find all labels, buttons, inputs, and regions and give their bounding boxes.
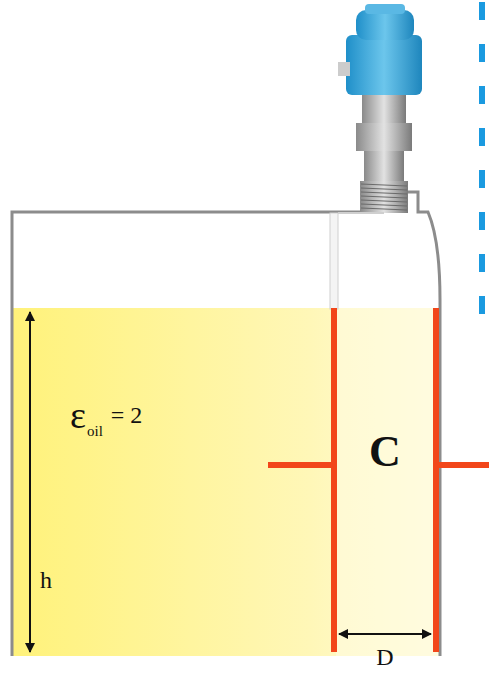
capacitance-label: C [369,430,401,474]
height-label: h [40,568,52,592]
level-sensor [330,4,422,309]
permittivity-value: = 2 [111,403,143,427]
gap-dimension [339,633,431,635]
oil-fill [12,308,440,656]
height-dimension [29,312,31,652]
gap-fill [336,308,436,656]
dashed-line [479,2,485,330]
tank-wall [12,192,440,656]
epsilon-symbol: ε [70,396,86,434]
gap-label: D [376,645,393,669]
subscript: oil [87,424,103,439]
capacitor-plates [268,308,489,652]
